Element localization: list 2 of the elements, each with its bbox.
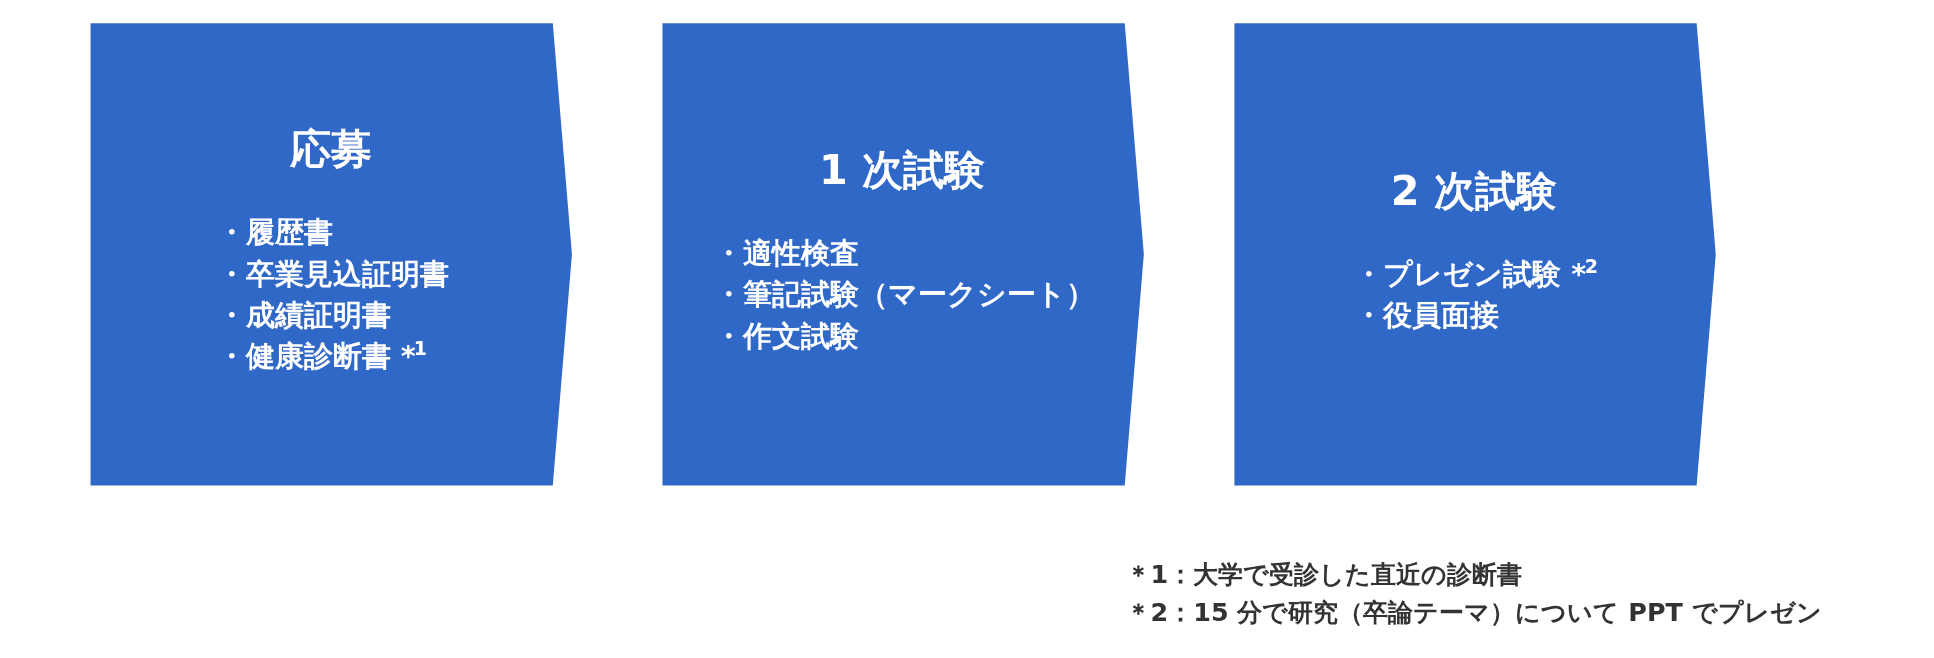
label: ＊2：15 分で研究（卒論テーマ）について PPT でプレゼン	[1125, 597, 1822, 627]
label: ＊1：大学で受診した直近の診断書	[1125, 558, 1522, 589]
